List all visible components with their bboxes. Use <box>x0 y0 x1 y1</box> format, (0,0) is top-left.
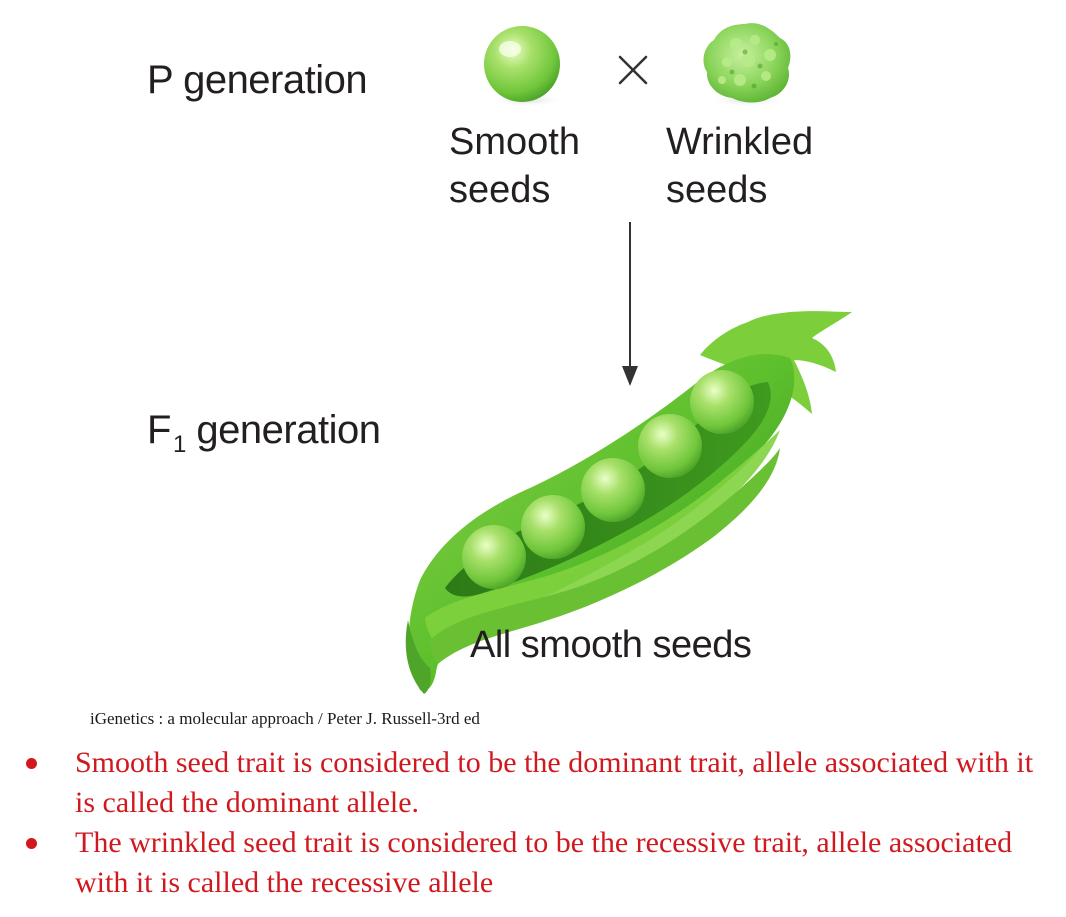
wrinkled-pea-icon <box>703 23 791 107</box>
bullet-list: Smooth seed trait is considered to be th… <box>20 743 1060 903</box>
mendel-cross-diagram <box>405 23 852 694</box>
bullet-item: The wrinkled seed trait is considered to… <box>20 823 1060 903</box>
f1-subscript: 1 <box>172 431 186 458</box>
arrow-down-icon <box>622 222 638 386</box>
f1-generation-label: F1 generation <box>147 408 381 458</box>
pea-pod-icon <box>405 311 852 694</box>
bullet-text: Smooth seed trait is considered to be th… <box>75 746 1034 819</box>
pea-row <box>462 370 754 589</box>
smooth-seeds-label: Smooth seeds <box>449 118 580 214</box>
result-label: All smooth seeds <box>470 624 752 666</box>
f1-prefix: F <box>147 408 171 452</box>
smooth-seeds-line2: seeds <box>449 169 551 211</box>
citation: iGenetics : a molecular approach / Peter… <box>90 709 480 728</box>
bullet-item: Smooth seed trait is considered to be th… <box>20 743 1060 823</box>
wrinkled-seeds-label: Wrinkled seeds <box>666 118 813 214</box>
bullet-text: The wrinkled seed trait is considered to… <box>75 826 1013 899</box>
cross-icon <box>618 55 648 85</box>
wrinkled-seeds-line2: seeds <box>666 169 768 211</box>
smooth-seeds-line1: Smooth <box>449 121 580 163</box>
bullet-dot-icon <box>26 758 37 769</box>
p-generation-label: P generation <box>147 58 368 102</box>
wrinkled-seeds-line1: Wrinkled <box>666 121 814 163</box>
bullet-dot-icon <box>26 838 37 849</box>
smooth-pea-icon <box>484 26 565 107</box>
f1-suffix: generation <box>185 408 381 452</box>
